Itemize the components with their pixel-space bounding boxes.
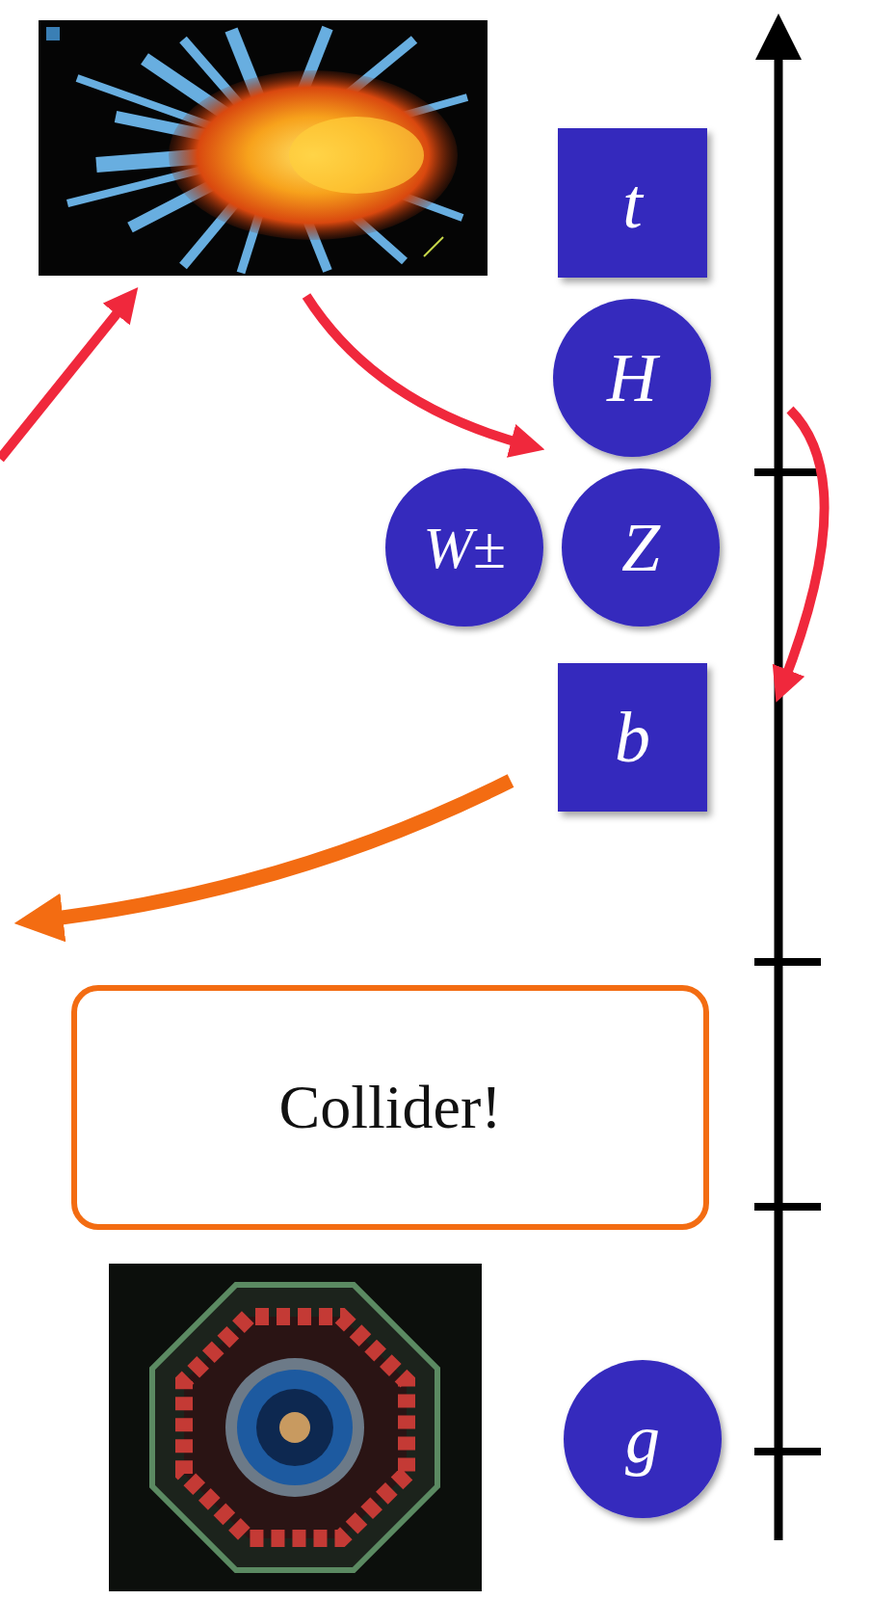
particle-symbol: H — [606, 342, 658, 413]
quark-box: t — [557, 128, 708, 278]
particle-symbol: g — [625, 1403, 660, 1474]
particle-symbol: W± — [422, 517, 506, 578]
circle-fill — [385, 468, 544, 627]
flow-arrows — [0, 295, 825, 921]
boson-circle: H — [548, 293, 716, 462]
boson-circle: W± — [380, 463, 549, 632]
circle-fill — [553, 298, 712, 457]
event-display — [38, 20, 488, 276]
particle-symbol: Z — [621, 512, 660, 582]
circle-fill — [563, 1359, 722, 1518]
particle-symbol: b — [614, 701, 651, 773]
collider-box: Collider! — [71, 984, 710, 1230]
energy-axis — [754, 13, 821, 1540]
particle-symbol: t — [622, 167, 643, 239]
boson-circle: Z — [556, 463, 725, 632]
circle-fill — [561, 468, 720, 627]
detector-photo — [108, 1263, 482, 1591]
box-label: Collider! — [278, 1076, 501, 1138]
quark-box: b — [557, 662, 708, 812]
boson-circle: g — [558, 1354, 727, 1523]
